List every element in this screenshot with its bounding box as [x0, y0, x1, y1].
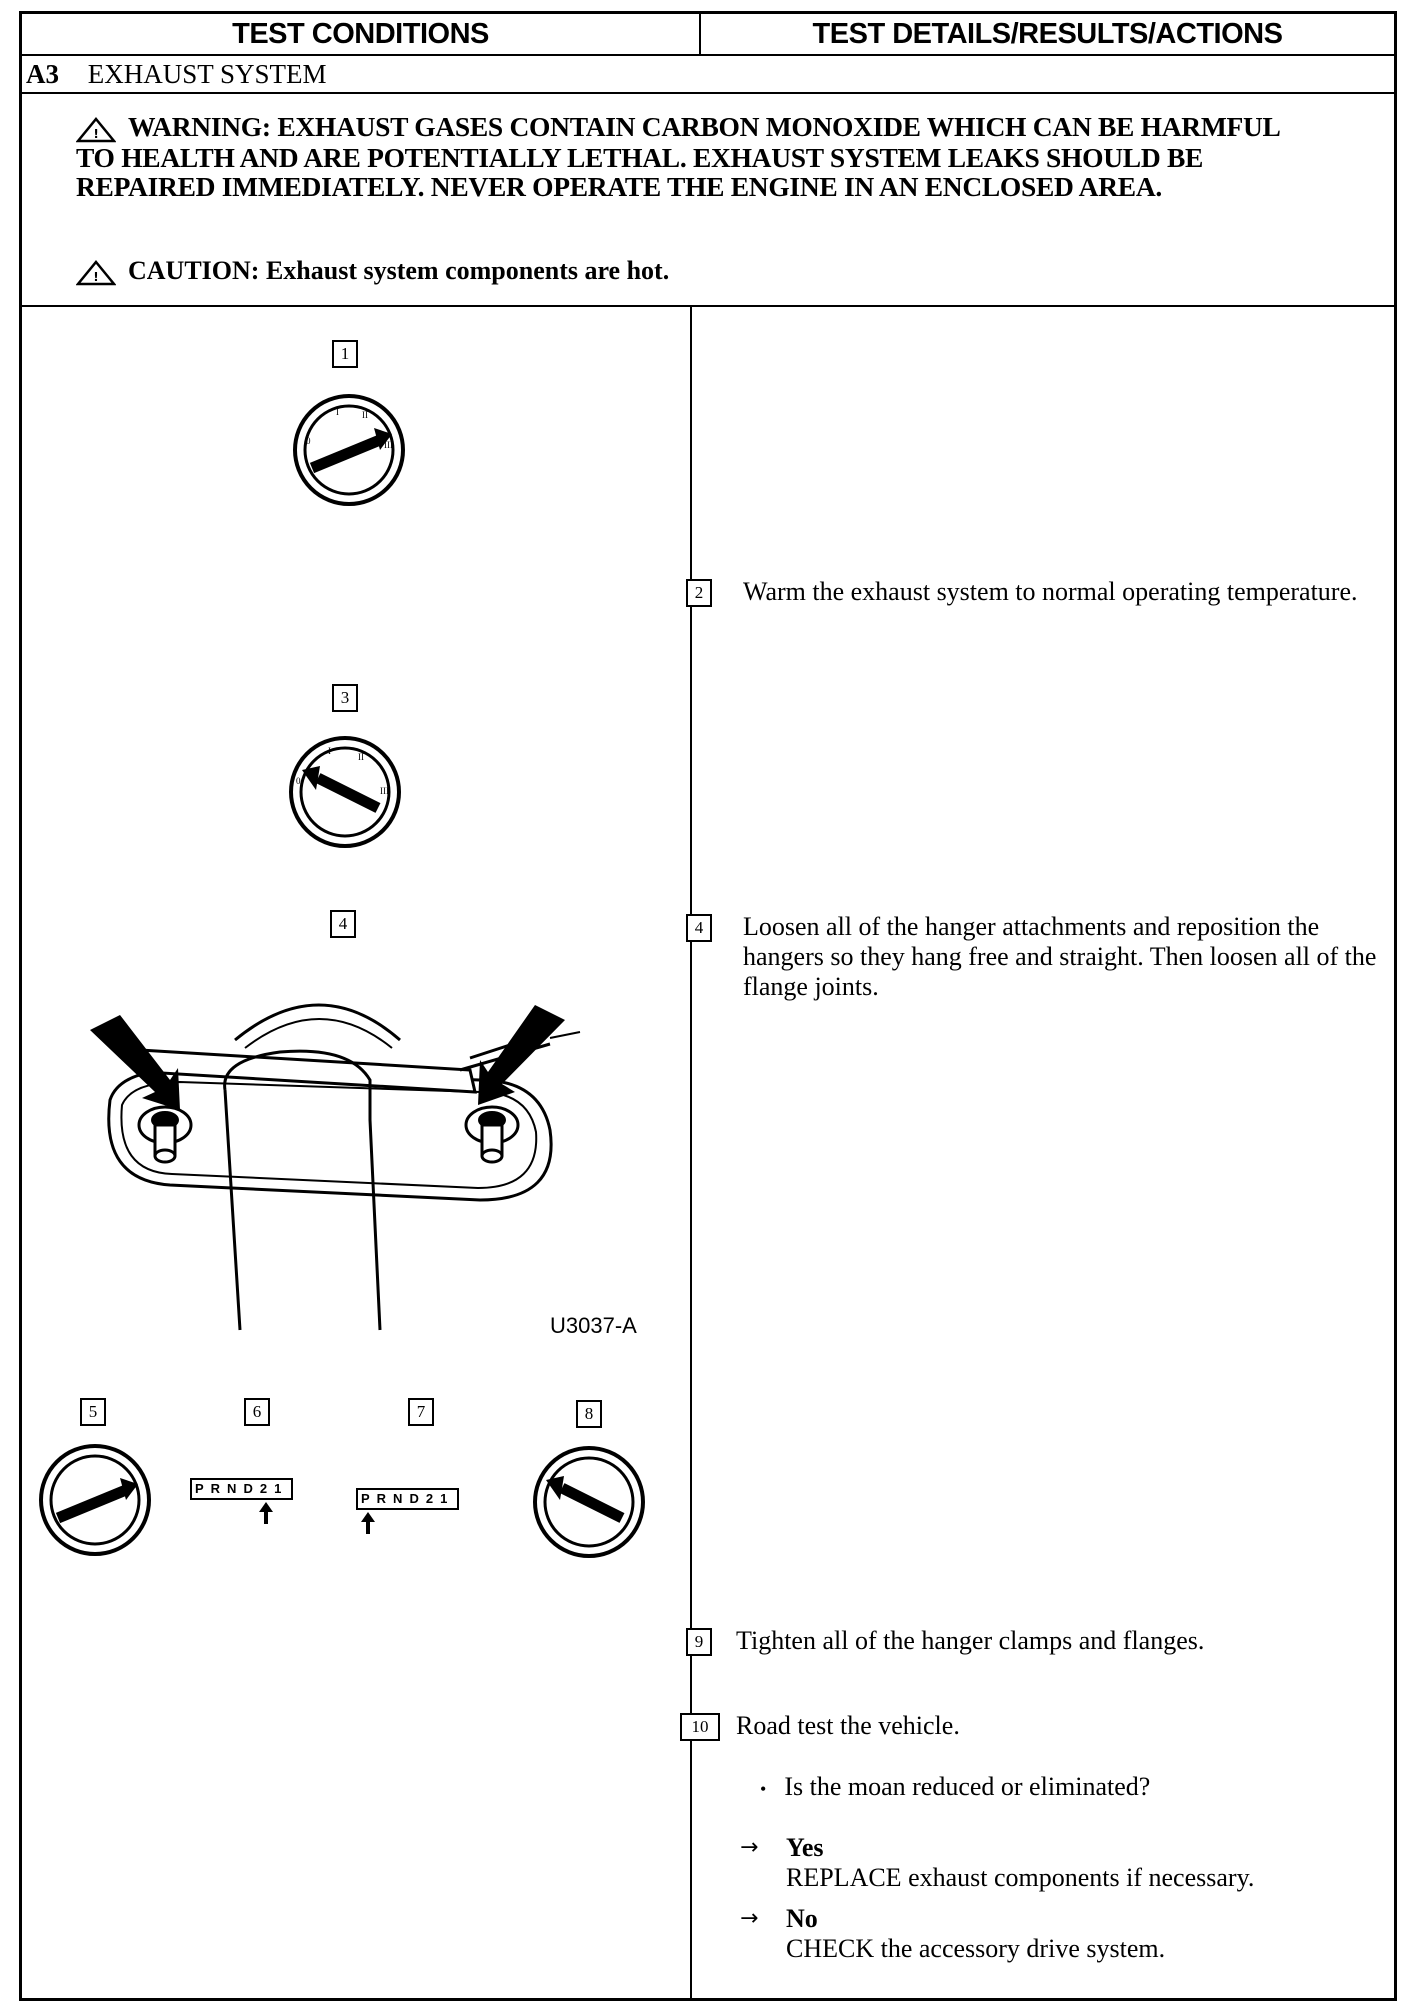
answer-action: REPLACE exhaust components if necessary.: [786, 1863, 1255, 1892]
figure-8-label: 8: [576, 1400, 602, 1428]
divider: [22, 92, 1394, 94]
svg-text:I: I: [336, 407, 339, 417]
svg-text:0: 0: [296, 776, 301, 786]
step-number: 2: [686, 579, 712, 607]
figure-number: 7: [408, 1398, 434, 1426]
figure-6-label: 6: [244, 1398, 270, 1426]
gear-selector-drive: PRND21: [190, 1478, 294, 1500]
gear-selector-park: PRND21: [356, 1488, 460, 1510]
divider: [22, 54, 1394, 56]
caution-text: ! CAUTION: Exhaust system components are…: [76, 256, 669, 286]
question: • Is the moan reduced or eliminated?: [760, 1772, 1150, 1802]
section-id: A3: [26, 59, 59, 89]
section-name: EXHAUST SYSTEM: [87, 59, 327, 89]
answer-action: CHECK the accessory drive system.: [786, 1934, 1166, 1963]
figure-number: 8: [576, 1400, 602, 1428]
step-number: 4: [686, 914, 712, 942]
bullet-icon: •: [760, 1779, 767, 1799]
header-test-conditions: TEST CONDITIONS: [22, 14, 701, 54]
exhaust-hanger-illustration: [90, 1003, 581, 1331]
answer-label: Yes: [786, 1833, 824, 1862]
svg-text:I: I: [328, 746, 331, 756]
step-text: Warm the exhaust system to normal operat…: [743, 577, 1358, 606]
figure-1-label: 1: [332, 340, 358, 368]
svg-text:0: 0: [306, 436, 311, 446]
figure-number: 6: [244, 1398, 270, 1426]
svg-text:!: !: [93, 270, 98, 284]
svg-text:II: II: [362, 410, 368, 420]
ignition-switch-off-icon: [533, 1446, 645, 1558]
divider: [22, 305, 1394, 307]
warning-body: WARNING: EXHAUST GASES CONTAIN CARBON MO…: [76, 111, 1280, 202]
step-number: 9: [686, 1628, 712, 1656]
step-text: Loosen all of the hanger attachments and…: [743, 912, 1377, 1001]
step-text: Tighten all of the hanger clamps and fla…: [736, 1626, 1205, 1655]
figure-3-label: 3: [332, 684, 358, 712]
figure-4-label: 4: [330, 910, 356, 938]
header-test-details: TEST DETAILS/RESULTS/ACTIONS: [812, 18, 1283, 50]
arrow-up-icon: [259, 1502, 273, 1524]
figure-number: 1: [332, 340, 358, 368]
svg-text:II: II: [358, 752, 364, 762]
figure-number: 5: [80, 1398, 106, 1426]
step-text: Road test the vehicle.: [736, 1711, 960, 1740]
caution-body: CAUTION: Exhaust system components are h…: [128, 256, 670, 285]
figure-number: 3: [332, 684, 358, 712]
svg-text:III: III: [380, 786, 389, 796]
column-divider: [690, 306, 692, 1998]
right-arrow-icon: →: [740, 1906, 759, 1931]
right-arrow-icon: →: [740, 1835, 759, 1860]
figure-number: 4: [330, 910, 356, 938]
test-table: TEST CONDITIONS TEST DETAILS/RESULTS/ACT…: [19, 11, 1397, 2001]
question-text: Is the moan reduced or eliminated?: [784, 1772, 1151, 1801]
figure-5-label: 5: [80, 1398, 106, 1426]
step-number: 10: [680, 1713, 720, 1741]
section-title: A3 EXHAUST SYSTEM: [26, 57, 327, 91]
svg-text:!: !: [93, 127, 98, 141]
answer-label: No: [786, 1904, 818, 1933]
figure-caption: U3037-A: [550, 1313, 637, 1338]
ignition-switch-on-icon: [39, 1444, 151, 1556]
warning-triangle-icon: !: [76, 116, 116, 142]
caution-triangle-icon: !: [76, 260, 116, 286]
svg-text:III: III: [384, 440, 393, 450]
figure-7-label: 7: [408, 1398, 434, 1426]
arrow-up-icon: [361, 1512, 375, 1534]
warning-text: ! WARNING: EXHAUST GASES CONTAIN CARBON …: [76, 112, 1316, 201]
